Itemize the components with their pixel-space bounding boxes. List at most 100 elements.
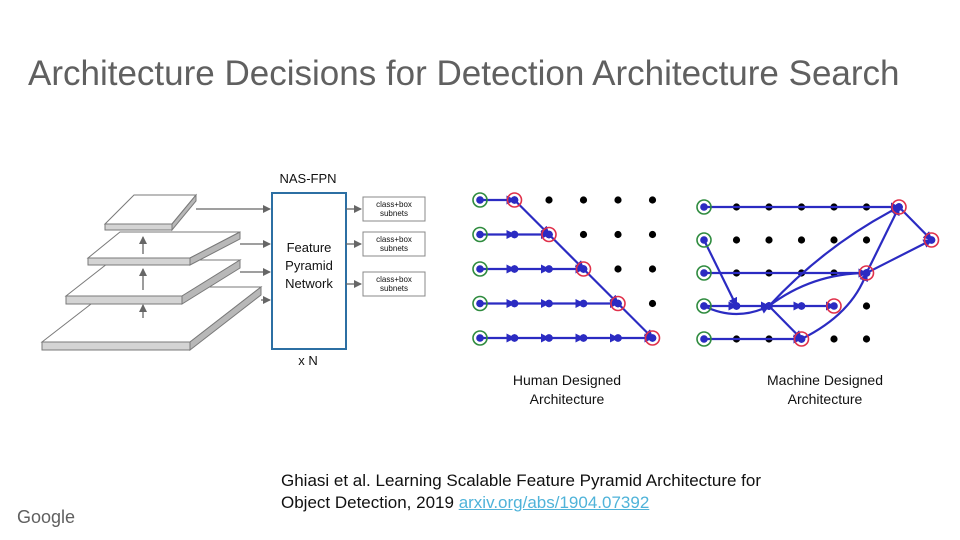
connection-arrow <box>768 206 900 307</box>
fpn-box-label-line3: Network <box>285 276 333 291</box>
machine-grid-connections <box>700 202 936 344</box>
active-node <box>476 230 484 239</box>
grid-node <box>648 196 657 204</box>
subnet-label-line2: subnets <box>380 209 408 218</box>
citation: Ghiasi et al. Learning Scalable Feature … <box>281 470 761 514</box>
human-grid-connections <box>476 195 657 343</box>
human-designed-grid: Human Designed Architecture <box>472 192 661 407</box>
active-node <box>579 334 588 342</box>
active-node <box>545 334 553 342</box>
grid-node <box>614 196 622 204</box>
active-node <box>700 203 708 211</box>
grid-node <box>830 236 838 244</box>
citation-line2-wrap: Object Detection, 2019 arxiv.org/abs/190… <box>281 492 761 514</box>
grid-node <box>648 265 657 273</box>
input-ring <box>472 330 488 346</box>
active-node <box>765 302 773 310</box>
citation-line2: Object Detection, 2019 <box>281 493 454 512</box>
output-ring <box>541 226 557 243</box>
grid-node <box>579 196 588 204</box>
subnet-label-line1: class+box <box>376 235 412 244</box>
grid-node <box>648 299 657 308</box>
active-node <box>700 335 708 343</box>
active-node <box>510 265 519 273</box>
active-node <box>700 269 708 277</box>
connection-arrow <box>617 302 654 339</box>
nas-fpn-header: NAS-FPN <box>279 171 336 186</box>
subnet-label-line2: subnets <box>380 244 408 253</box>
fpn-box <box>271 192 347 350</box>
machine-grid-rings <box>696 199 940 347</box>
subnet-label-line2: subnets <box>380 284 408 293</box>
active-node <box>545 265 553 273</box>
connection-arrow <box>865 206 900 274</box>
input-ring <box>696 232 712 248</box>
pyramid-layer-1 <box>103 193 198 232</box>
connection-arrow <box>866 239 933 274</box>
grid-node <box>830 335 838 343</box>
grid-node <box>614 265 622 273</box>
active-node <box>700 236 708 244</box>
output-ring <box>826 298 842 314</box>
active-node <box>927 236 936 244</box>
active-node <box>510 299 519 308</box>
input-ring <box>472 295 488 312</box>
output-ring <box>891 199 907 215</box>
active-node <box>614 299 622 308</box>
pyramid-layer-2 <box>86 231 241 266</box>
connection-arrow <box>768 268 868 307</box>
arxiv-link[interactable]: arxiv.org/abs/1904.07392 <box>458 493 650 512</box>
input-ring <box>696 199 712 215</box>
active-node <box>510 230 519 239</box>
subnet-label-line1: class+box <box>376 275 412 284</box>
active-node <box>476 299 484 308</box>
citation-line1: Ghiasi et al. Learning Scalable Feature … <box>281 471 762 490</box>
grid-node <box>862 236 871 244</box>
active-node <box>648 334 657 342</box>
input-ring <box>696 265 712 281</box>
active-node <box>614 334 622 342</box>
connection-arrow <box>801 272 869 340</box>
active-node <box>510 334 519 342</box>
connection-arrow <box>703 239 738 307</box>
grid-node <box>765 236 773 244</box>
subnet-box: class+box subnets <box>346 271 426 297</box>
machine-caption-line1: Machine Designed <box>767 372 883 388</box>
active-node <box>797 335 806 343</box>
active-node <box>545 230 553 239</box>
active-node <box>579 265 588 273</box>
grid-node <box>862 335 871 343</box>
output-ring <box>575 261 592 277</box>
subnet-box: class+box subnets <box>346 231 426 257</box>
active-node <box>545 299 553 308</box>
output-ring <box>858 265 875 281</box>
fpn-box-label-line1: Feature <box>287 240 332 255</box>
output-ring <box>506 192 523 208</box>
active-node <box>476 196 484 204</box>
input-ring <box>472 226 488 243</box>
input-ring <box>696 331 712 347</box>
machine-designed-grid: Machine Designed Architecture <box>696 199 940 407</box>
active-node <box>797 302 806 310</box>
active-node <box>476 265 484 273</box>
input-ring <box>696 298 712 314</box>
grid-node <box>545 196 553 204</box>
connection-arrow <box>582 268 619 305</box>
human-caption-line1: Human Designed <box>513 372 621 388</box>
active-node <box>476 334 484 342</box>
grid-node <box>579 230 588 239</box>
active-node <box>579 299 588 308</box>
connection-arrow <box>548 233 585 270</box>
feature-pyramid-stack <box>40 193 271 352</box>
active-node <box>895 203 903 211</box>
subnet-label-line1: class+box <box>376 200 412 209</box>
subnets: class+box subnets class+box subnets clas… <box>346 196 426 297</box>
input-ring <box>472 261 488 277</box>
fpn-box-label-line2: Pyramid <box>285 258 333 273</box>
machine-caption-line2: Architecture <box>788 391 863 407</box>
output-ring <box>644 330 661 346</box>
subnet-box: class+box subnets <box>346 196 426 222</box>
slide-title: Architecture Decisions for Detection Arc… <box>28 54 900 93</box>
fpn-repeat-label: x N <box>298 353 318 368</box>
